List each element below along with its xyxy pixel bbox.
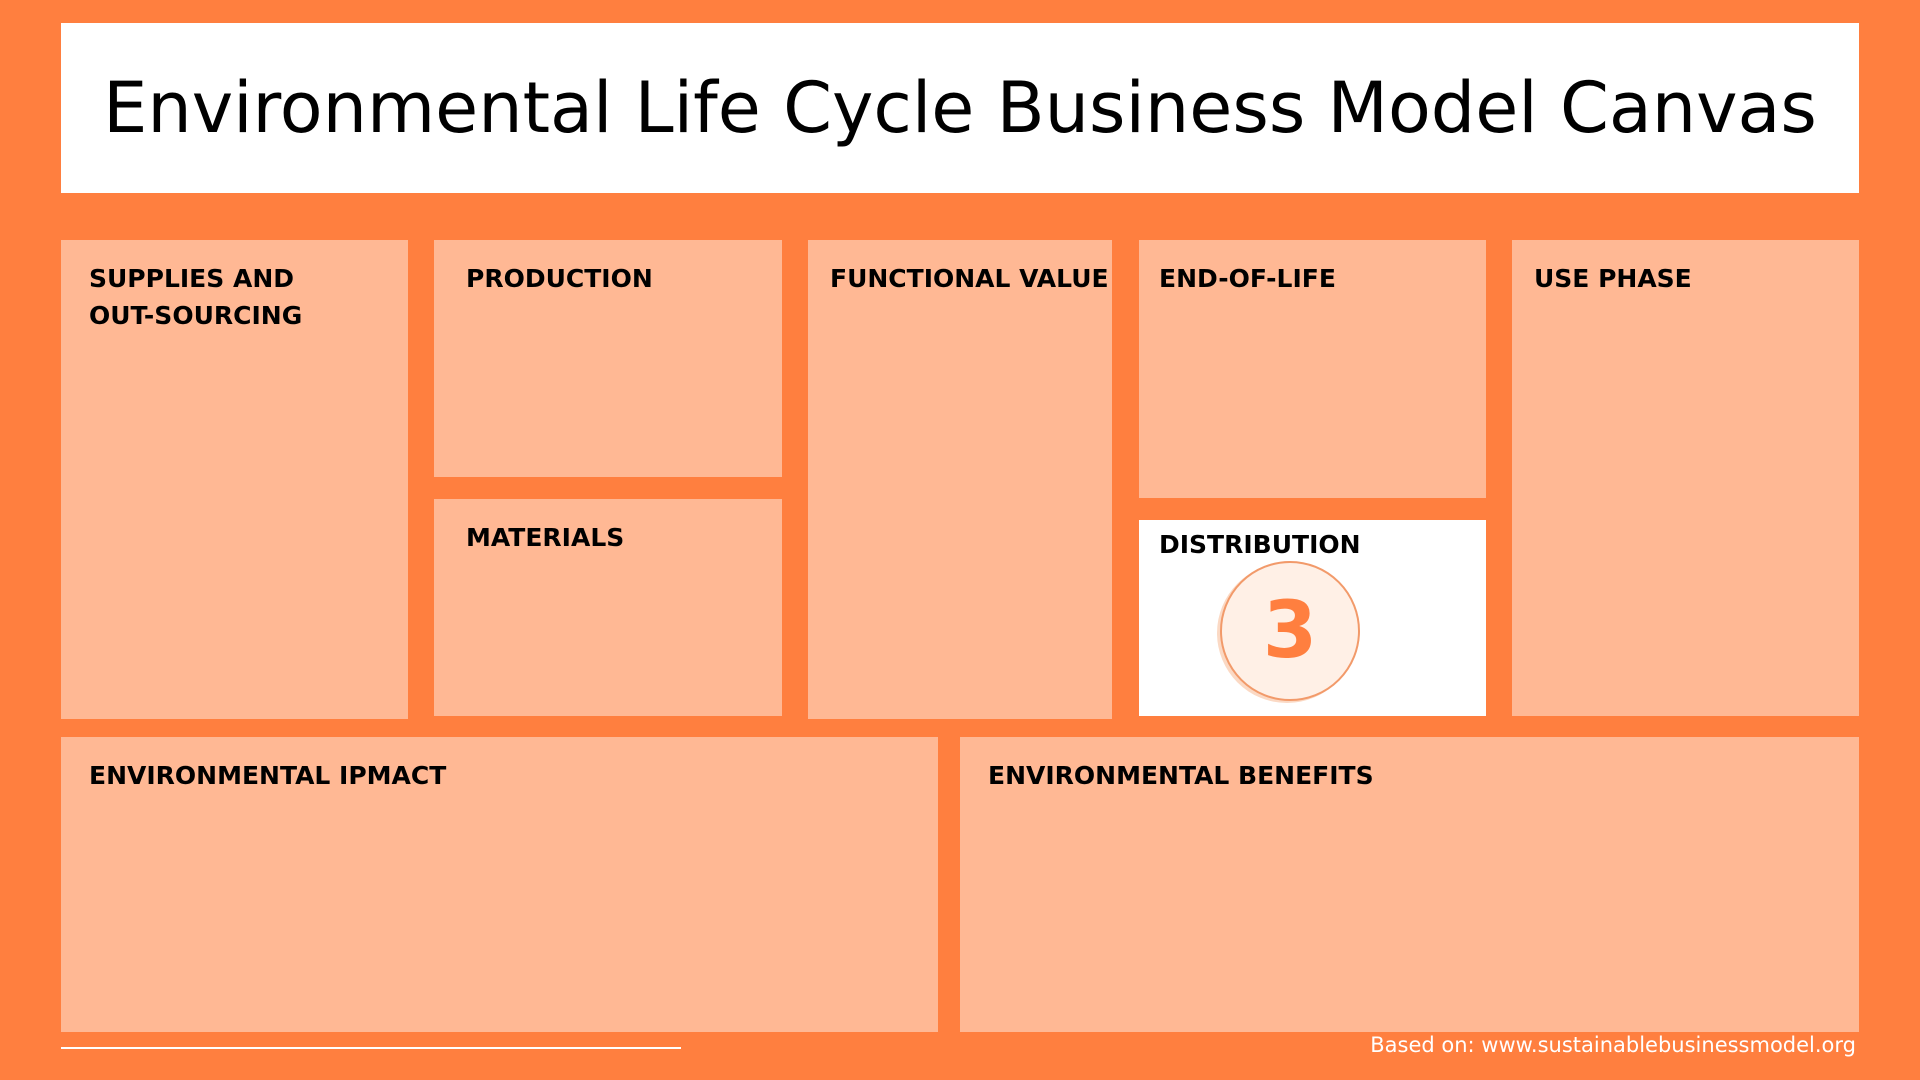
step-number-badge: 3: [1220, 561, 1360, 701]
title-banner: Environmental Life Cycle Business Model …: [61, 23, 1859, 193]
section-label-production: PRODUCTION: [466, 264, 653, 293]
section-label-environmental-benefits: ENVIRONMENTAL BENEFITS: [988, 761, 1374, 790]
section-environmental-benefits: ENVIRONMENTAL BENEFITS: [960, 737, 1859, 1032]
section-label-environmental-impact: ENVIRONMENTAL IPMACT: [89, 761, 447, 790]
section-label-use-phase: USE PHASE: [1534, 264, 1692, 293]
section-label-supplies: SUPPLIES AND OUT-SOURCING: [89, 264, 303, 330]
section-production: PRODUCTION: [434, 240, 782, 477]
section-materials: MATERIALS: [434, 499, 782, 716]
section-end-of-life: END-OF-LIFE: [1139, 240, 1486, 498]
step-number: 3: [1262, 586, 1318, 676]
page-title: Environmental Life Cycle Business Model …: [103, 67, 1817, 149]
footer-divider: [61, 1047, 681, 1049]
section-environmental-impact: ENVIRONMENTAL IPMACT: [61, 737, 938, 1032]
section-functional-value: FUNCTIONAL VALUE: [808, 240, 1112, 719]
section-supplies-and-outsourcing: SUPPLIES AND OUT-SOURCING: [61, 240, 408, 719]
section-label-materials: MATERIALS: [466, 523, 625, 552]
section-distribution: DISTRIBUTION 3: [1139, 520, 1486, 716]
footer-credit-text: Based on: www.sustainablebusinessmodel.o…: [1370, 1033, 1856, 1057]
section-label-end-of-life: END-OF-LIFE: [1159, 264, 1336, 293]
section-label-distribution: DISTRIBUTION: [1159, 530, 1361, 559]
section-use-phase: USE PHASE: [1512, 240, 1859, 716]
section-label-functional-value: FUNCTIONAL VALUE: [830, 264, 1109, 293]
